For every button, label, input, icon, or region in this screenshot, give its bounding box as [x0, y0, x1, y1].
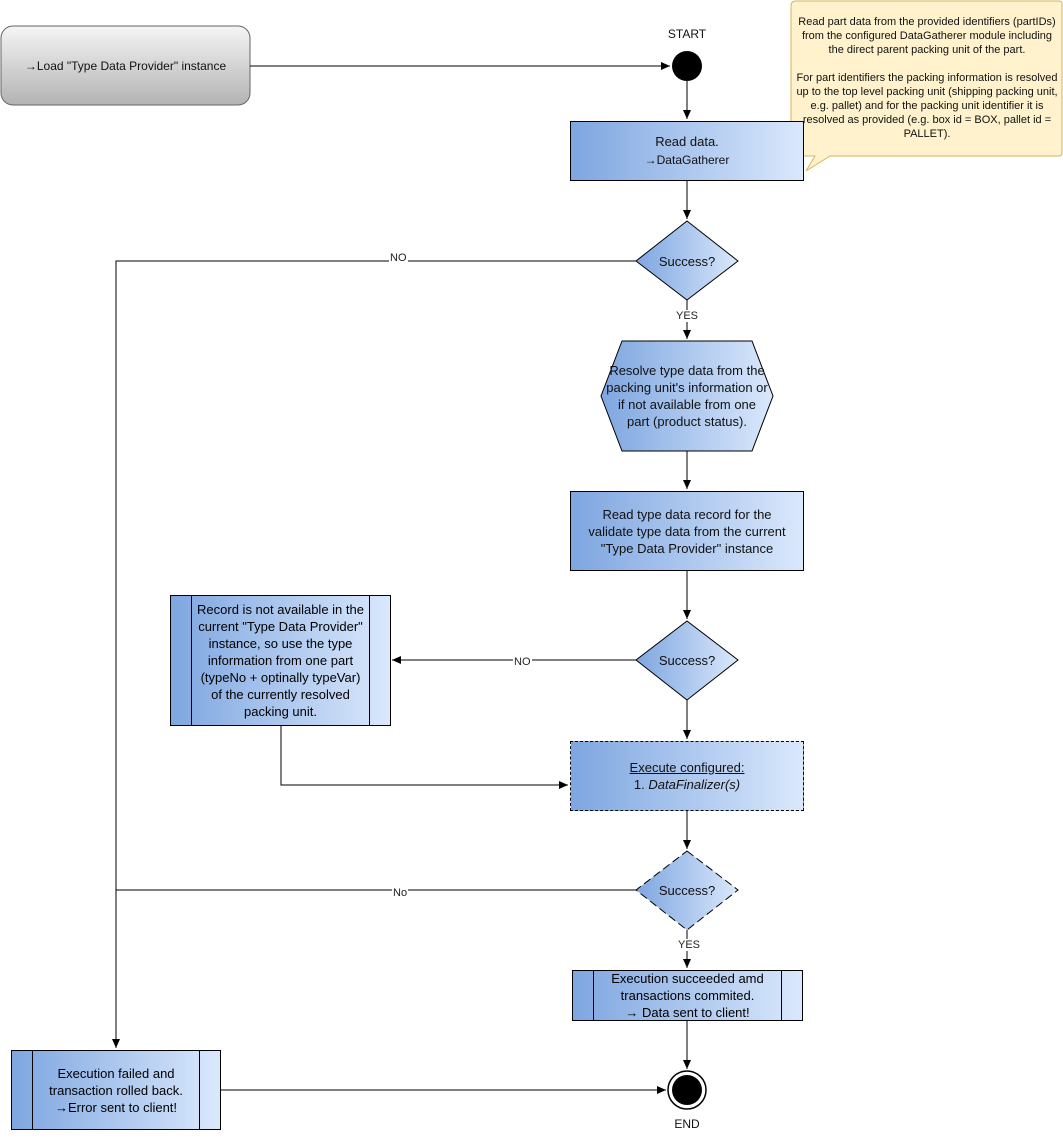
read-data-subtitle: →DataGatherer: [644, 153, 730, 167]
edge-label-no-1: NO: [389, 252, 408, 264]
record-not-available-box: Record is not available in the current "…: [170, 595, 391, 726]
success-1-label: Success?: [658, 253, 716, 269]
load-instance-label: →Load "Type Data Provider" instance: [24, 58, 227, 73]
edge-label-yes-1: YES: [675, 310, 700, 322]
start-label: START: [667, 27, 707, 41]
edge-success1-no: [112, 260, 636, 1048]
read-data-box: Read data. →DataGatherer: [570, 121, 804, 181]
execute-title: Execute configured:: [629, 760, 745, 775]
execution-failed-box: Execution failed and transaction rolled …: [11, 1050, 221, 1130]
execute-configured-box: Execute configured: 1. DataFinalizer(s): [570, 741, 804, 811]
execute-item: 1. DataFinalizer(s): [633, 777, 741, 792]
read-data-title: Read data.: [655, 134, 719, 149]
resolve-type-hexagon: [600, 340, 774, 452]
execution-succeeded-label: Execution succeeded amd transactions com…: [611, 971, 764, 1020]
success-2-label: Success?: [658, 652, 716, 668]
decision-success-3: [635, 850, 739, 931]
end-node-inner: [672, 1075, 702, 1105]
success-3-label: Success?: [658, 882, 716, 898]
edge-record-to-execute: [280, 726, 568, 789]
note-callout: [790, 0, 1063, 172]
resolve-type-label: Resolve type data from the packing unit'…: [606, 363, 768, 429]
edge-label-no-2: NO: [513, 656, 532, 668]
execution-succeeded-box: Execution succeeded amd transactions com…: [572, 970, 803, 1021]
note-text: Read part data from the provided identif…: [796, 16, 1058, 140]
edge-label-yes-3: YES: [677, 939, 702, 951]
start-node: [672, 51, 702, 81]
execution-failed-label: Execution failed and transaction rolled …: [49, 1065, 183, 1115]
read-type-record-box: Read type data record for the validate t…: [570, 491, 804, 571]
end-label: END: [674, 1117, 700, 1131]
edge-label-no-3: No: [392, 887, 409, 899]
record-not-available-label: Record is not available in the current "…: [197, 602, 364, 719]
